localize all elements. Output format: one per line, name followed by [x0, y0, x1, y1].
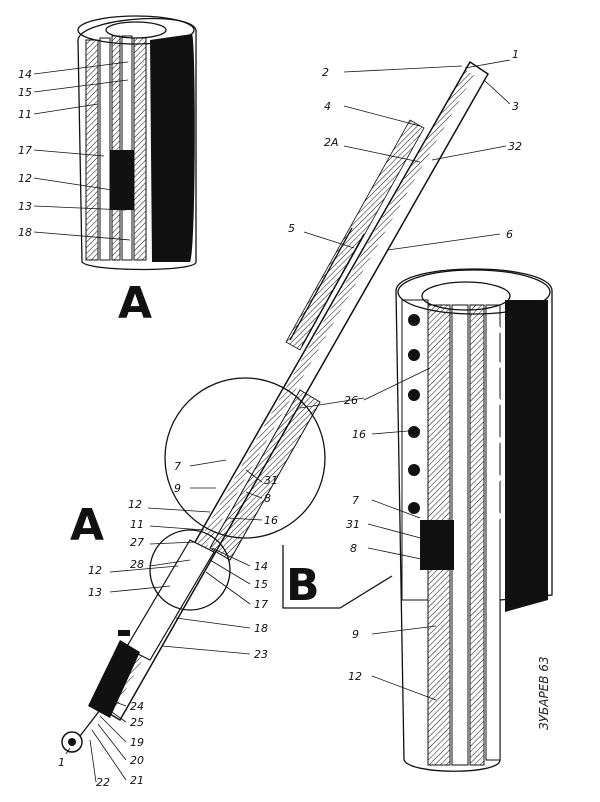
callout-28: 28 — [130, 558, 144, 571]
callout-25: 25 — [130, 716, 144, 729]
detail-a-label-main: A — [70, 500, 104, 551]
detail-b-cutaway — [395, 268, 553, 772]
callout-21: 21 — [130, 774, 144, 787]
callout-a-12: 12 — [18, 172, 32, 185]
callout-17: 17 — [254, 598, 268, 611]
callout-12-right: 12 — [348, 670, 362, 683]
callout-24: 24 — [130, 700, 144, 713]
callout-1: 1 — [512, 48, 519, 61]
callout-7: 7 — [174, 460, 181, 473]
callout-9-right: 9 — [352, 628, 359, 641]
outer-spring-upper — [289, 227, 365, 347]
callout-22: 22 — [96, 776, 110, 789]
detail-b-callout-circle — [164, 377, 326, 539]
callout-a-15: 15 — [18, 86, 32, 99]
callout-23: 23 — [254, 648, 268, 661]
detail-a-label-top: A — [118, 278, 152, 329]
callout-a-14: 14 — [18, 68, 32, 81]
callout-4: 4 — [324, 100, 331, 113]
callout-16-right: 16 — [352, 428, 366, 441]
callout-12b: 12 — [88, 564, 102, 577]
callout-18: 18 — [254, 622, 268, 635]
callout-numbers: 1 2 3 4 2A 32 5 6 26 16 7 31 8 9 12 14 1… — [18, 48, 522, 789]
callout-9: 9 — [174, 482, 181, 495]
callout-a-13: 13 — [18, 200, 32, 213]
main-tube-assembly — [61, 60, 489, 753]
callout-7-right: 7 — [352, 494, 359, 507]
callout-2a: 2A — [324, 136, 339, 149]
detail-b-outer-shell — [505, 300, 548, 612]
detail-a-cutaway — [77, 15, 197, 271]
callout-19: 19 — [130, 736, 144, 749]
callout-5: 5 — [288, 222, 295, 235]
detail-a-callout-circle — [149, 529, 231, 611]
callout-13: 13 — [88, 586, 102, 599]
callout-12: 12 — [128, 498, 142, 511]
leader-lines — [33, 59, 511, 783]
callout-8: 8 — [264, 492, 271, 505]
callout-16: 16 — [264, 514, 278, 527]
callout-26: 26 — [344, 394, 358, 407]
callout-31: 31 — [264, 474, 278, 487]
detail-b-leader — [282, 545, 393, 609]
spring-coils — [408, 314, 501, 521]
callout-31-right: 31 — [346, 518, 360, 531]
callout-a-11: 11 — [18, 108, 32, 121]
callout-a-17: 17 — [18, 144, 32, 157]
callout-a-18: 18 — [18, 226, 32, 239]
callout-11: 11 — [130, 518, 144, 531]
callout-27: 27 — [130, 536, 144, 549]
callout-8-right: 8 — [350, 542, 357, 555]
detail-a-outer-shell — [150, 34, 195, 262]
detail-b-label-main: B — [286, 560, 320, 611]
callout-14: 14 — [254, 560, 268, 573]
callout-1-bottom: 1 — [58, 756, 65, 769]
callout-3: 3 — [512, 100, 519, 113]
callout-32: 32 — [508, 140, 522, 153]
callout-6: 6 — [506, 228, 513, 241]
callout-2: 2 — [322, 66, 329, 79]
callout-15: 15 — [254, 578, 268, 591]
artist-signature: ЗУБАРЕВ 63 — [537, 656, 551, 730]
callout-20: 20 — [130, 754, 144, 767]
